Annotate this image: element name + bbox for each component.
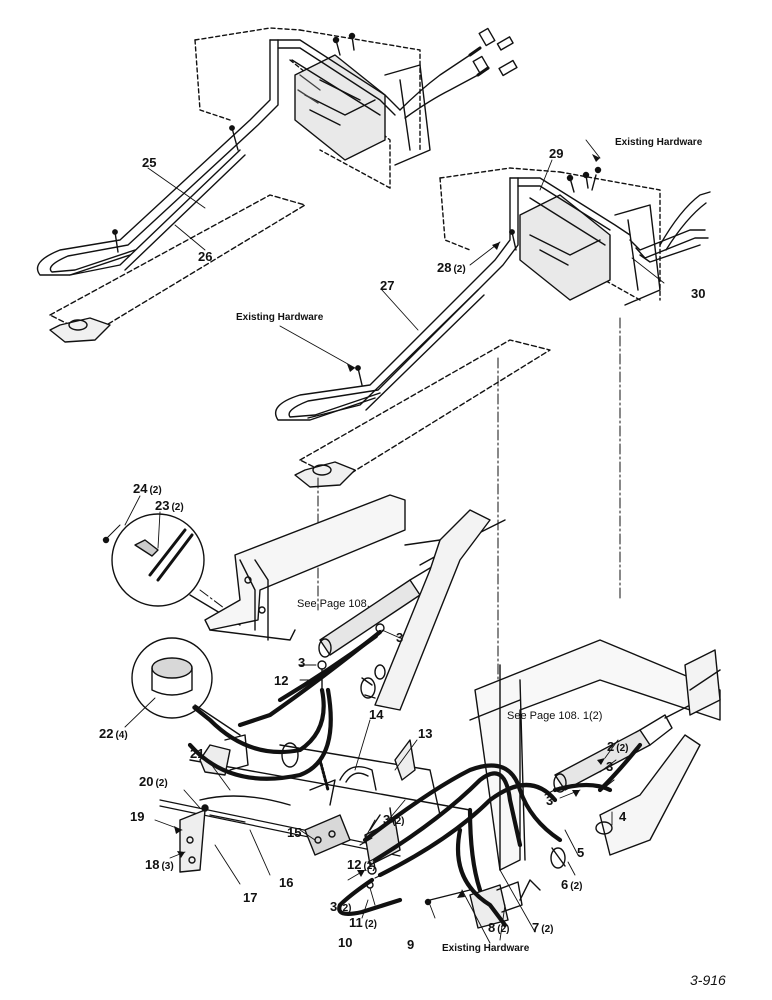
- callout-8: 8(2): [488, 920, 510, 935]
- callout-13: 13: [418, 726, 433, 741]
- callout-17: 17: [243, 890, 258, 905]
- note-existing-hardware-top: Existing Hardware: [615, 137, 703, 148]
- callout-9: 9: [407, 937, 415, 952]
- hose-ferrules: [359, 779, 615, 879]
- callout-29: 29: [549, 146, 564, 161]
- callout-5: 5: [577, 845, 585, 860]
- callout-16: 16: [279, 875, 294, 890]
- callout-4: 4: [619, 809, 627, 824]
- callout-21: 21: [190, 746, 205, 761]
- callout-18: 18(3): [145, 857, 174, 872]
- callout-20: 20(2): [139, 774, 168, 789]
- callout-15: 15: [287, 825, 302, 840]
- callout-3-a: 3: [396, 630, 404, 645]
- callout-12-qty2: 12(2): [347, 857, 376, 872]
- upper-left-assembly: [36, 27, 518, 343]
- arrow-heads: [174, 154, 605, 898]
- see-page-108-1-qty: (2): [588, 710, 603, 722]
- callout-26: 26: [198, 249, 213, 264]
- callout-19: 19: [130, 809, 145, 824]
- leader-lines: [124, 139, 665, 944]
- callout-3-f: 3: [546, 793, 554, 808]
- upper-right-assembly: [274, 166, 711, 488]
- callout-14: 14: [369, 707, 384, 722]
- callout-12: 12: [274, 673, 289, 688]
- callout-22: 22(4): [99, 726, 128, 741]
- callout-23: 23(2): [155, 498, 184, 513]
- callout-7: 7(2): [532, 920, 554, 935]
- callout-30: 30: [691, 286, 706, 301]
- note-existing-hardware-middle: Existing Hardware: [236, 312, 324, 323]
- callout-10: 10: [338, 935, 353, 950]
- callout-3-e: 3: [606, 759, 614, 774]
- figure-number: 3-916: [690, 972, 726, 988]
- note-see-page-108-1: See Page 108. 1(2): [507, 710, 603, 722]
- callout-3-c: 3(2): [383, 812, 405, 827]
- note-existing-hardware-bottom: Existing Hardware: [442, 943, 530, 954]
- callout-11: 11(2): [349, 915, 377, 930]
- callout-24: 24(2): [133, 481, 162, 496]
- callout-27: 27: [380, 278, 395, 293]
- hydraulic-hoses: [187, 629, 643, 928]
- callout-3-d: 3(2): [330, 899, 352, 914]
- callout-28: 28(2): [437, 260, 466, 275]
- callout-6: 6(2): [561, 877, 583, 892]
- callout-25: 25: [142, 155, 157, 170]
- callout-3-b: 3: [298, 655, 306, 670]
- lower-assembly: [102, 494, 721, 929]
- note-see-page-108: See Page 108.: [297, 598, 370, 610]
- callout-2: 2(2): [607, 739, 629, 754]
